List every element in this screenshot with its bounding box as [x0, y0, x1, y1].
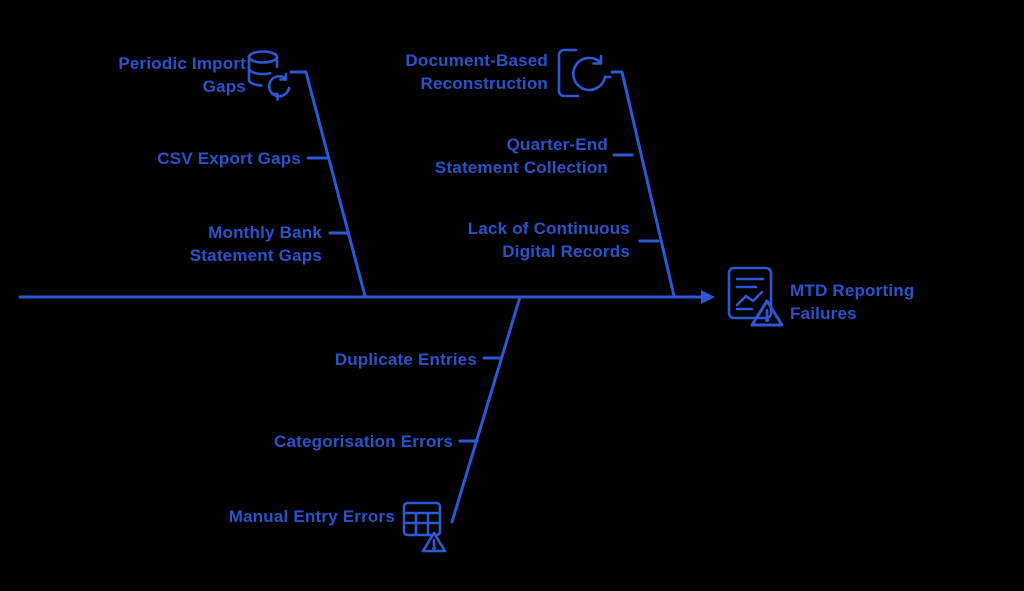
cause-label-manual-entry: Manual Entry Errors: [228, 507, 395, 526]
report-warning-icon: [727, 266, 784, 327]
branch-top-left: [289, 70, 367, 298]
document-refresh-icon: [557, 48, 612, 98]
cause-label-lack-continuous: Lack of Continuous Digital Records: [467, 219, 630, 261]
branch-bottom: [450, 295, 522, 524]
branch-top-right: [610, 70, 676, 298]
spine-arrowhead: [701, 290, 715, 304]
cause-label-quarter-end: Quarter-End Statement Collection: [434, 135, 608, 177]
cause-label-csv-export: CSV Export Gaps: [157, 149, 301, 168]
database-sync-icon: [247, 50, 291, 101]
cause-label-document-based: Document-Based Reconstruction: [405, 51, 548, 93]
cause-label-monthly-bank: Monthly Bank Statement Gaps: [189, 223, 322, 265]
table-error-icon: [402, 501, 447, 553]
cause-label-periodic-import: Periodic Import Gaps: [118, 54, 246, 96]
cause-label-duplicate-entries: Duplicate Entries: [334, 350, 477, 369]
cause-label-categorisation: Categorisation Errors: [274, 432, 453, 451]
effect-label-mtd-reporting-failures: MTD Reporting Failures: [790, 281, 915, 323]
